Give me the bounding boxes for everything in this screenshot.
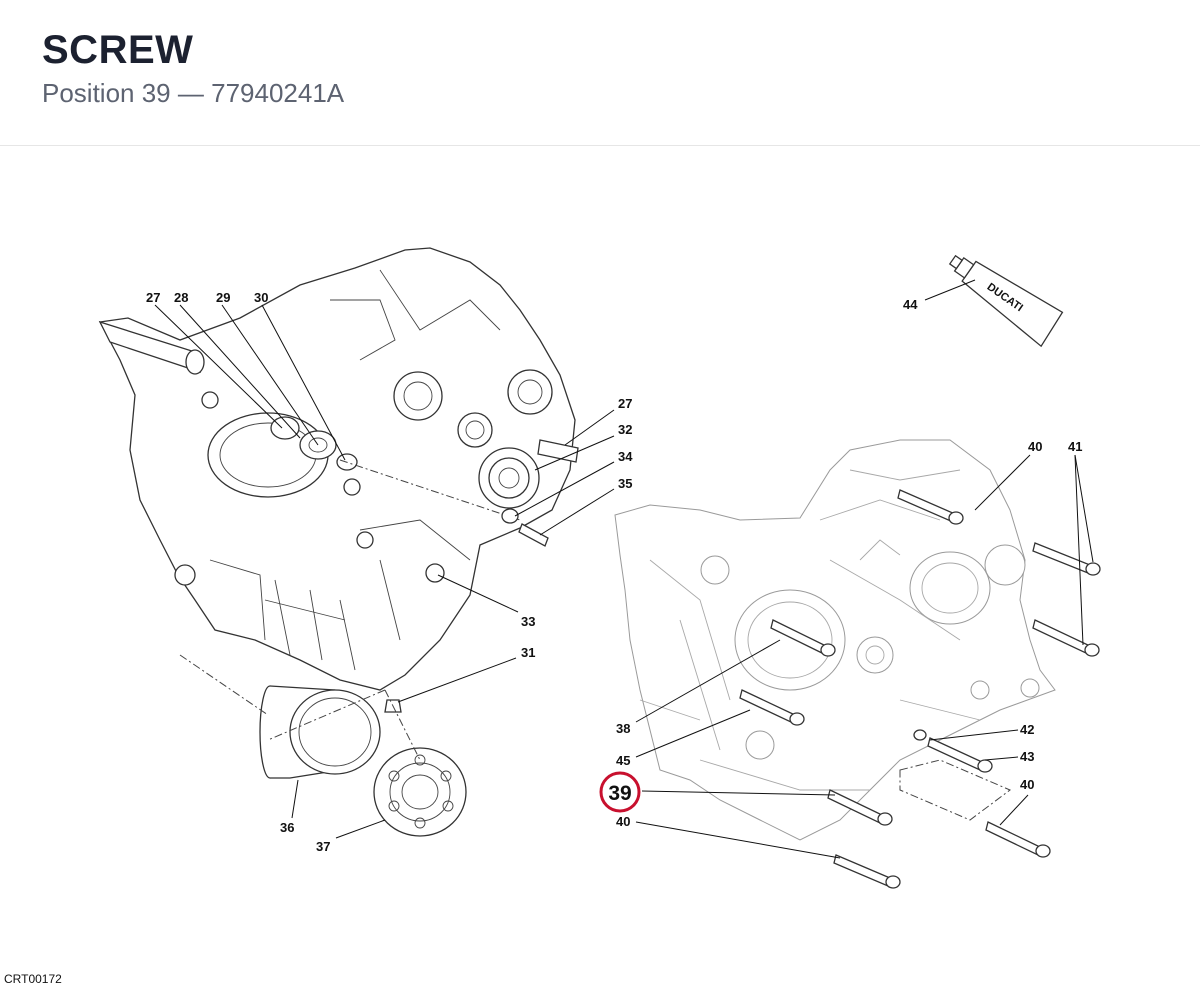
position-label: Position 39	[42, 78, 171, 108]
callout-30: 30	[254, 290, 268, 305]
leader-lines	[154, 279, 1094, 859]
sealant-tube: DUCATI	[948, 254, 1064, 348]
screws	[739, 489, 1101, 889]
callout-29: 29	[216, 290, 230, 305]
figure-code: CRT00172	[4, 972, 62, 986]
callout-40-top: 40	[1028, 439, 1042, 454]
callout-40-right: 40	[1020, 777, 1034, 792]
callout-41: 41	[1068, 439, 1082, 454]
callout-45: 45	[616, 753, 630, 768]
callout-27: 27	[146, 290, 160, 305]
callout-35: 35	[618, 476, 632, 491]
callout-labels: 27 28 29 30 27 32 34 35 33 31 36 37 44 4…	[146, 290, 1082, 854]
callout-44: 44	[903, 297, 918, 312]
callout-31: 31	[521, 645, 535, 660]
callout-28: 28	[174, 290, 188, 305]
subtitle-separator: —	[177, 78, 204, 108]
callout-37: 37	[316, 839, 330, 854]
part-number: 77940241A	[211, 78, 345, 108]
callout-36: 36	[280, 820, 294, 835]
right-crankcase-half	[614, 439, 1056, 841]
left-crankcase-half	[98, 247, 579, 837]
highlighted-callout-39[interactable]: 39	[599, 771, 641, 813]
callout-43: 43	[1020, 749, 1034, 764]
part-title: SCREW	[42, 28, 194, 72]
callout-42: 42	[1020, 722, 1034, 737]
callout-32: 32	[618, 422, 632, 437]
callout-40-bottom: 40	[616, 814, 630, 829]
callout-33: 33	[521, 614, 535, 629]
page-header: SCREW Position 39 — 77940241A	[0, 0, 1200, 146]
part-subtitle: Position 39 — 77940241A	[42, 78, 344, 109]
callout-27-right: 27	[618, 396, 632, 411]
highlighted-callout-label: 39	[608, 782, 631, 805]
callout-34: 34	[618, 449, 633, 464]
exploded-parts-diagram: DUCATI 27 28 29 30 27 32 34 35	[98, 247, 1101, 889]
callout-38: 38	[616, 721, 630, 736]
highlight-ring	[599, 771, 641, 813]
